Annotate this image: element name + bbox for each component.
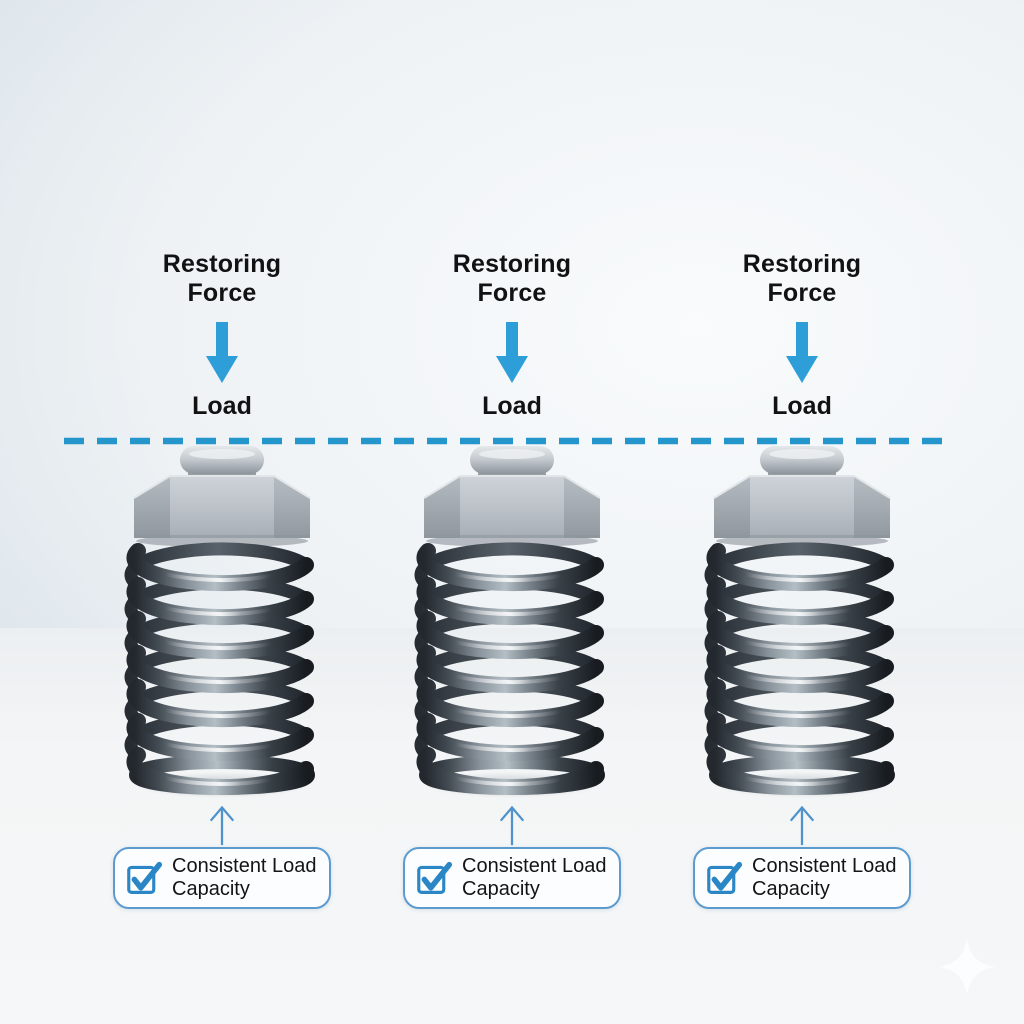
spring-column-center: Restoring Force Load Consistent Load Cap… xyxy=(372,0,652,1024)
down-arrow-icon xyxy=(495,322,529,386)
down-arrow-icon xyxy=(205,322,239,386)
coil-spring-icon xyxy=(702,533,902,797)
spring-column-right: Restoring Force Load Consistent Load Cap… xyxy=(662,0,942,1024)
checkbox-checked-icon xyxy=(706,860,743,897)
down-arrow-icon xyxy=(785,322,819,386)
badge-label: Consistent Load Capacity xyxy=(172,855,317,900)
checkbox-checked-icon xyxy=(126,860,163,897)
load-level-dashed-line xyxy=(64,437,954,445)
checkbox-checked-icon xyxy=(416,860,453,897)
restoring-force-label: Restoring Force xyxy=(452,250,572,307)
load-label: Load xyxy=(772,392,832,420)
up-arrow-icon xyxy=(492,800,532,847)
coil-spring-icon xyxy=(412,533,612,797)
load-capacity-badge: Consistent Load Capacity xyxy=(113,847,331,909)
hex-nut-weight-icon xyxy=(132,446,312,546)
restoring-force-label: Restoring Force xyxy=(162,250,282,307)
up-arrow-icon xyxy=(782,800,822,847)
sparkle-icon xyxy=(936,936,998,998)
load-label: Load xyxy=(192,392,252,420)
load-capacity-badge: Consistent Load Capacity xyxy=(693,847,911,909)
hex-nut-weight-icon xyxy=(712,446,892,546)
coil-spring-icon xyxy=(122,533,322,797)
hex-nut-weight-icon xyxy=(422,446,602,546)
spring-column-left: Restoring Force Load Consistent Load Cap… xyxy=(82,0,362,1024)
badge-label: Consistent Load Capacity xyxy=(462,855,607,900)
load-capacity-badge: Consistent Load Capacity xyxy=(403,847,621,909)
badge-label: Consistent Load Capacity xyxy=(752,855,897,900)
load-label: Load xyxy=(482,392,542,420)
up-arrow-icon xyxy=(202,800,242,847)
restoring-force-label: Restoring Force xyxy=(742,250,862,307)
